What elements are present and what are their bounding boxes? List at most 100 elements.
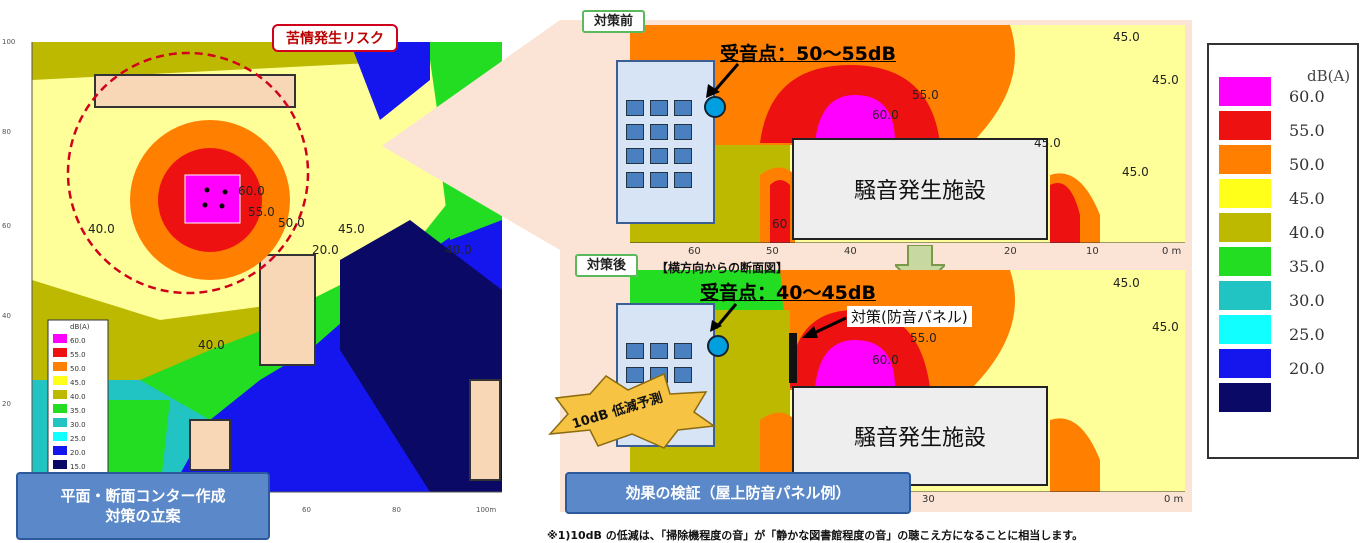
plan-contour-label: 20.0	[312, 243, 339, 257]
legend-value: 30.0	[1289, 291, 1325, 310]
plan-mini-legend-item: 50.0	[70, 365, 86, 373]
receiver-point-after	[707, 335, 729, 357]
plan-mini-legend-item: 20.0	[70, 449, 86, 457]
reduction-badge: 10dB 低減予測	[546, 370, 718, 454]
plan-axis-label: 60	[302, 506, 311, 514]
label-before: 対策前	[582, 10, 646, 33]
before-x-tick: 10	[1086, 246, 1099, 257]
legend-item: 35.0	[1219, 243, 1349, 277]
plan-mini-legend: dB(A) 60.0 55.0 50.0 45.0 40.0 35.0 30.0…	[70, 320, 90, 474]
legend-swatch	[1219, 349, 1271, 378]
after-x-tick: 30	[922, 494, 935, 505]
plan-contour-label: 40.0	[198, 338, 225, 352]
legend-value: 25.0	[1289, 325, 1325, 344]
section-title: 【横方向からの断面図】	[656, 261, 789, 275]
plan-caption: 平面・断面コンター作成 対策の立案	[16, 472, 270, 540]
legend-item: 50.0	[1219, 141, 1349, 175]
plan-contour-label: 55.0	[248, 205, 275, 219]
legend-item: 55.0	[1219, 107, 1349, 141]
legend-item: 45.0	[1219, 175, 1349, 209]
before-contour-label: 45.0	[1122, 165, 1149, 179]
after-contour-label: 60.0	[872, 353, 899, 367]
plan-contour-label: 40.0	[88, 222, 115, 236]
legend-value: 45.0	[1289, 189, 1325, 208]
after-contour-label: 45.0	[1113, 276, 1140, 290]
arrow-icon	[710, 303, 738, 332]
legend-title: dB(A)	[1307, 67, 1351, 85]
legend-value: 40.0	[1289, 223, 1325, 242]
plan-mini-legend-item: 60.0	[70, 337, 86, 345]
legend-swatch	[1219, 145, 1271, 174]
plan-caption-line1: 平面・断面コンター作成	[60, 487, 226, 505]
complaint-risk-label: 苦情発生リスク	[272, 24, 398, 52]
before-x-tick: 40	[844, 246, 857, 257]
plan-axis-label: 20	[2, 400, 11, 408]
after-contour-label: 55.0	[910, 331, 937, 345]
after-contour-label: 45.0	[1152, 320, 1179, 334]
plan-caption-line2: 対策の立案	[105, 507, 181, 525]
receiver-building-before	[616, 60, 715, 224]
plan-axis-label: 100m	[476, 506, 497, 514]
measure-label: 対策(防音パネル)	[847, 306, 972, 327]
legend-item: 20.0	[1219, 345, 1349, 379]
plan-contour-label: 45.0	[338, 222, 365, 236]
sound-barrier-panel	[789, 333, 797, 383]
legend-item	[1219, 379, 1349, 413]
legend-item: 40.0	[1219, 209, 1349, 243]
legend-swatch	[1219, 111, 1271, 140]
label-after-text: 対策後	[575, 254, 639, 277]
receiver-level-after: 受音点：40～45dB	[700, 282, 876, 304]
before-contour-label: 45.0	[1113, 30, 1140, 44]
legend-value: 55.0	[1289, 121, 1325, 140]
after-caption: 効果の検証（屋上防音パネル例）	[565, 472, 911, 514]
legend-swatch	[1219, 179, 1271, 208]
legend-item: 60.0	[1219, 73, 1349, 107]
before-x-tick: 60	[688, 246, 701, 257]
legend-item: 30.0	[1219, 277, 1349, 311]
before-x-tick: 0 m	[1162, 246, 1182, 257]
plan-axis-label: 40	[2, 312, 11, 320]
noise-facility-after: 騒音発生施設	[792, 386, 1048, 486]
plan-contour-label: 50.0	[278, 216, 305, 230]
before-x-tick: 20	[1004, 246, 1017, 257]
legend-swatch	[1219, 247, 1271, 276]
before-contour-label: 45.0	[1152, 73, 1179, 87]
legend-item: 25.0	[1219, 311, 1349, 345]
legend-value: 35.0	[1289, 257, 1325, 276]
before-contour-label: 60	[772, 217, 788, 231]
decibel-legend: dB(A) 60.0 55.0 50.0 45.0 40.0 35.0 30.0 25.0 20…	[1207, 43, 1359, 459]
legend-swatch	[1219, 315, 1271, 344]
plan-axis-label: 80	[2, 128, 11, 136]
plan-contour-label: 60.0	[238, 184, 265, 198]
legend-value: 60.0	[1289, 87, 1325, 106]
plan-axis-label: 80	[392, 506, 401, 514]
plan-mini-legend-item: 15.0	[70, 463, 86, 471]
label-before-text: 対策前	[582, 10, 646, 33]
receiver-point-before	[704, 96, 726, 118]
noise-facility-before: 騒音発生施設	[792, 138, 1048, 240]
legend-swatch	[1219, 77, 1271, 106]
plan-mini-legend-item: 25.0	[70, 435, 86, 443]
plan-mini-legend-item: 35.0	[70, 407, 86, 415]
plan-mini-legend-item: 45.0	[70, 379, 86, 387]
plan-axis-label: 100	[2, 38, 16, 46]
before-contour-label: 45.0	[1034, 136, 1061, 150]
plan-mini-legend-item: 40.0	[70, 393, 86, 401]
plan-mini-legend-item: 30.0	[70, 421, 86, 429]
legend-swatch	[1219, 383, 1271, 412]
before-x-tick: 50	[766, 246, 779, 257]
section-before-plot	[630, 25, 1185, 243]
label-after: 対策後	[575, 254, 639, 277]
plan-axis-label: 60	[2, 222, 11, 230]
arrow-icon	[706, 63, 740, 98]
legend-value: 20.0	[1289, 359, 1325, 378]
legend-swatch	[1219, 281, 1271, 310]
legend-value: 50.0	[1289, 155, 1325, 174]
plan-mini-legend-title: dB(A)	[70, 323, 90, 331]
plan-contour-label: 40.0	[445, 243, 472, 257]
before-contour-label: 60.0	[872, 108, 899, 122]
arrow-icon	[802, 316, 847, 338]
after-x-tick: 0 m	[1164, 494, 1184, 505]
legend-swatch	[1219, 213, 1271, 242]
plan-mini-legend-item: 55.0	[70, 351, 86, 359]
